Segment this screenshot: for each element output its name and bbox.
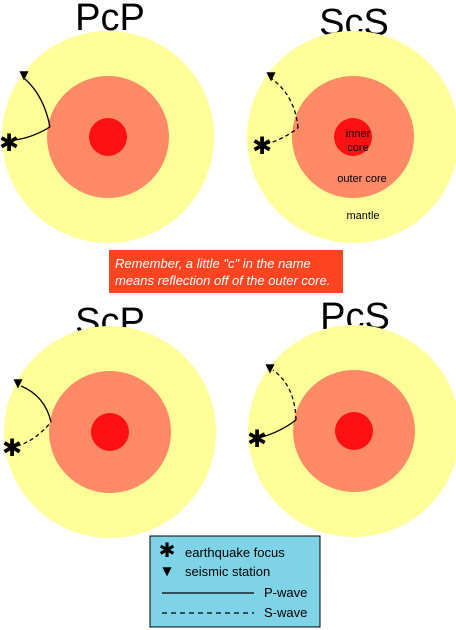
legend-station-label: seismic station bbox=[185, 564, 270, 579]
earthquake-focus-icon: ✱ bbox=[0, 129, 19, 157]
outer-core-label: outer core bbox=[337, 173, 387, 185]
ray-down bbox=[13, 126, 51, 141]
inner-core-layer bbox=[334, 118, 372, 156]
panel-scs: ScS ✱ ▼ inner core outer core mantle bbox=[247, 2, 456, 243]
inner-core-layer bbox=[89, 118, 127, 156]
legend-background bbox=[149, 535, 321, 628]
earthquake-focus-icon: ✱ bbox=[159, 538, 176, 562]
panel-pcp: PcP ✱ ▼ bbox=[0, 0, 214, 243]
mantle-label: mantle bbox=[346, 210, 379, 222]
ray-up bbox=[271, 78, 299, 129]
callout-line-2: means reflection off of the outer core. bbox=[115, 273, 330, 288]
callout-background bbox=[109, 250, 343, 293]
callout-line-1: Remember, a little "c" in the name bbox=[115, 256, 311, 271]
legend-p-wave-label: P-wave bbox=[264, 585, 307, 600]
legend: ✱ earthquake focus ▼ seismic station P-w… bbox=[149, 535, 321, 628]
inner-core-layer bbox=[91, 413, 129, 451]
ray-up bbox=[24, 78, 51, 128]
ray-down bbox=[16, 421, 52, 447]
seismic-station-icon: ▼ bbox=[266, 69, 276, 83]
panel-scp: ScP ✱ ▼ bbox=[2, 301, 216, 538]
earthquake-focus-icon: ✱ bbox=[247, 425, 267, 453]
earthquake-focus-icon: ✱ bbox=[252, 132, 272, 160]
inner-core-label-line1: inner bbox=[346, 128, 371, 140]
reflection-callout: Remember, a little "c" in the name means… bbox=[109, 250, 343, 293]
panel-pcs: PcS ✱ ▼ bbox=[247, 296, 456, 537]
ray-up bbox=[20, 385, 52, 423]
seismic-station-icon: ▼ bbox=[13, 376, 23, 390]
seismic-station-icon: ▼ bbox=[162, 564, 172, 578]
earthquake-focus-icon: ✱ bbox=[2, 434, 22, 462]
ray-down bbox=[265, 127, 299, 145]
legend-s-wave-label: S-wave bbox=[264, 605, 307, 620]
inner-core-layer bbox=[335, 412, 373, 450]
seismic-station-icon: ▼ bbox=[19, 68, 29, 82]
legend-focus-label: earthquake focus bbox=[185, 545, 285, 560]
seismic-station-icon: ▼ bbox=[265, 361, 275, 375]
ray-up bbox=[272, 369, 297, 421]
ray-down bbox=[261, 419, 297, 438]
inner-core-label-line2: core bbox=[347, 142, 368, 154]
